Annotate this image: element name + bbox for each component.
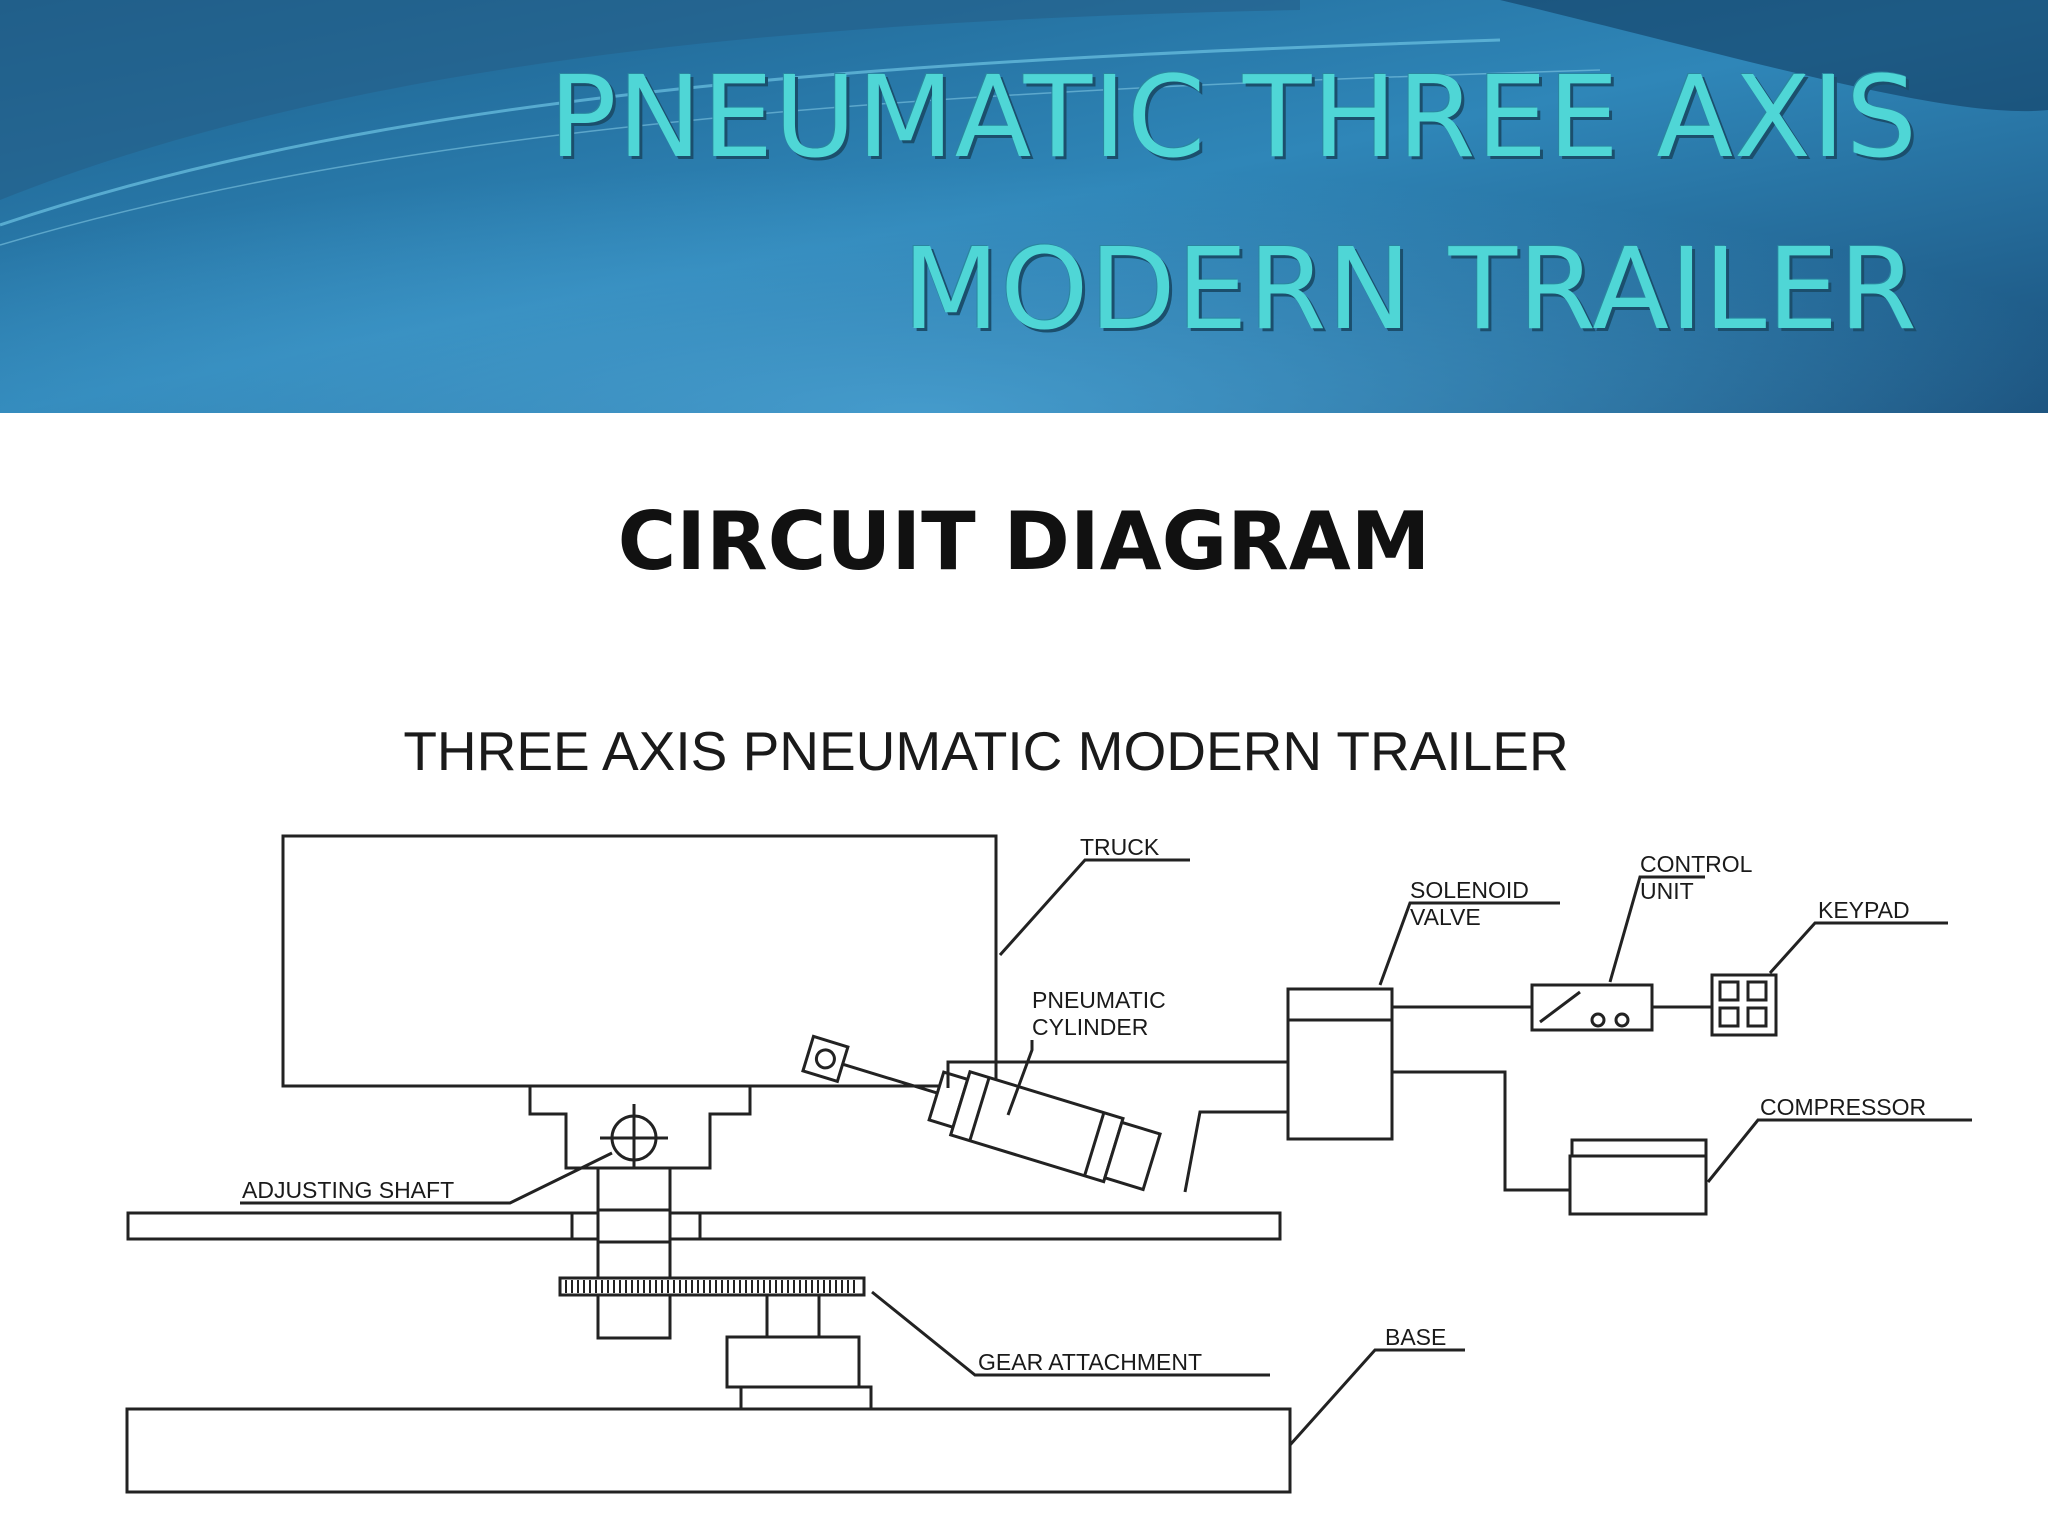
header-swoosh-line — [0, 69, 1601, 246]
label-control-unit-line-1: CONTROL — [1640, 851, 1753, 877]
label-compressor: COMPRESSOR — [1760, 1094, 1926, 1120]
keypad — [1710, 973, 1778, 1037]
trailer-platform — [126, 1211, 1282, 1241]
gear-attachment — [558, 1276, 873, 1411]
header-background — [0, 0, 2048, 413]
label-pneumatic-cylinder-line-2: CYLINDER — [1032, 1014, 1148, 1040]
slide-header: PNEUMATIC THREE AXIS MODERN TRAILER — [0, 0, 2048, 413]
label-control-unit-line-2: UNIT — [1640, 878, 1694, 904]
connection-lines — [946, 1005, 1712, 1193]
label-base: BASE — [1385, 1324, 1446, 1350]
slide-subtitle: CIRCUIT DIAGRAM — [617, 495, 1431, 588]
adjusting-shaft — [596, 1104, 672, 1340]
label-solenoid-valve-line-1: SOLENOID — [1410, 877, 1529, 903]
label-adjusting-shaft: ADJUSTING SHAFT — [242, 1177, 454, 1203]
header-corner-shade — [1500, 0, 2048, 112]
control-unit — [1530, 983, 1654, 1032]
slide-title-line-1: PNEUMATIC THREE AXIS — [549, 53, 1918, 183]
header-swoosh-line — [0, 38, 1501, 227]
slide-title-line-2: MODERN TRAILER — [902, 225, 1918, 355]
label-keypad: KEYPAD — [1818, 897, 1910, 923]
label-pneumatic-cylinder-line-1: PNEUMATIC — [1032, 987, 1166, 1013]
header-swoosh — [0, 0, 1300, 200]
truck — [281, 834, 998, 1170]
base — [125, 1407, 1292, 1494]
label-solenoid-valve-line-2: VALVE — [1410, 904, 1481, 930]
diagram-title: THREE AXIS PNEUMATIC MODERN TRAILER — [403, 720, 1568, 782]
solenoid-valve — [1286, 987, 1394, 1141]
compressor — [1568, 1138, 1708, 1216]
circuit-diagram: THREE AXIS PNEUMATIC MODERN TRAILER — [125, 720, 1972, 1494]
pneumatic-cylinder — [801, 1034, 1162, 1192]
label-gear-attachment: GEAR ATTACHMENT — [978, 1349, 1202, 1375]
label-truck: TRUCK — [1080, 834, 1160, 860]
